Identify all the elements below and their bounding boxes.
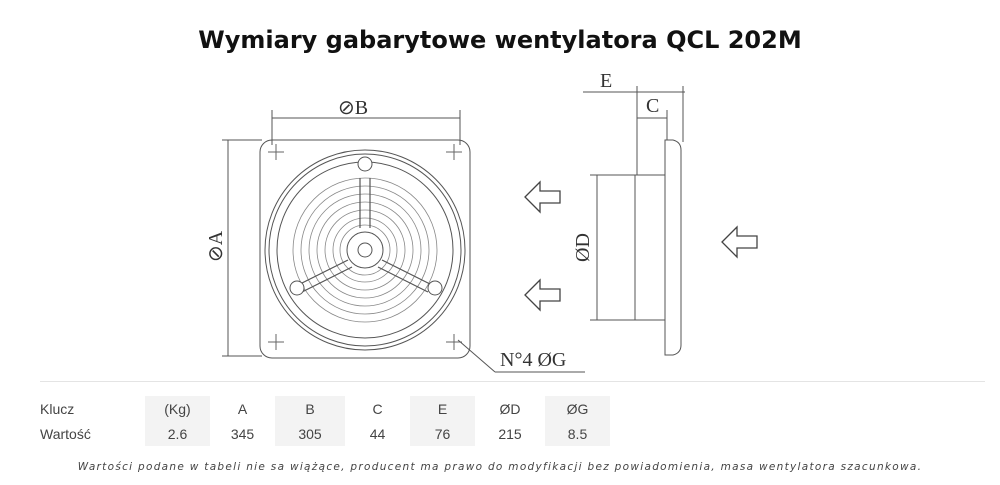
side-view [583, 86, 685, 356]
front-view [259, 139, 471, 359]
fan-dimension-drawing: ⊘B ⊘A N°4 ØG ØD E C [205, 70, 758, 373]
value-cell: 44 [369, 426, 386, 442]
key-cell: ØG [566, 401, 589, 417]
holes-leader [457, 339, 496, 373]
dimension-e-label: E [600, 70, 612, 92]
divider [40, 381, 985, 382]
key-cell: B [305, 401, 315, 417]
disclaimer-note: Wartości podane w tabeli nie sa wiążące,… [77, 461, 923, 473]
key-cell: E [437, 401, 448, 417]
value-cell: 305 [298, 426, 322, 442]
cell-bg [275, 396, 345, 446]
airflow-arrow-icon [524, 180, 758, 312]
page-title: Wymiary gabarytowe wentylatora QCL 202M [198, 26, 802, 54]
key-cell: C [372, 401, 383, 417]
key-cell: ØD [499, 401, 521, 417]
cell-bg [145, 396, 210, 446]
row-label: Klucz [40, 401, 75, 417]
dimension-c-label: C [646, 95, 659, 117]
value-cell: 2.6 [167, 426, 188, 442]
value-cell: 8.5 [567, 426, 588, 442]
dimension-b [271, 110, 461, 145]
dimension-a [222, 139, 262, 357]
cell-bg [545, 396, 610, 446]
value-cell: 345 [230, 426, 255, 442]
value-cell: 215 [498, 426, 522, 442]
holes-label: N°4 ØG [500, 349, 566, 371]
row-label: Wartość [40, 426, 91, 442]
cell-bg [410, 396, 475, 446]
key-cell: (Kg) [164, 401, 191, 417]
dimension-d-label: ØD [572, 233, 594, 262]
dimension-a-label: ⊘A [205, 230, 227, 262]
key-cell: A [237, 401, 248, 417]
value-cell: 76 [434, 426, 451, 442]
dimension-b-label: ⊘B [338, 97, 368, 119]
